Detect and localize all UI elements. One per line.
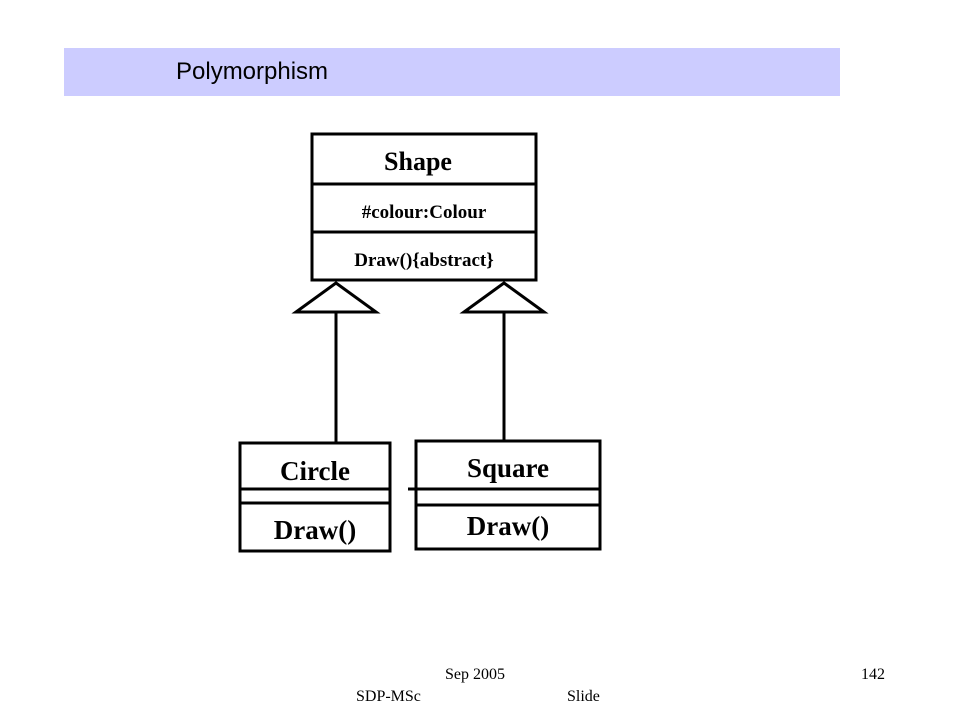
generalization-square [459, 281, 549, 440]
circle-class-box: Circle Draw() [238, 441, 392, 553]
shape-class-box: Shape #colour:Colour Draw(){abstract} [310, 132, 538, 282]
square-class-name: Square [467, 453, 549, 483]
square-class-box: Square Draw() [408, 439, 602, 551]
title-bar: Polymorphism [64, 48, 840, 96]
shape-class-name: Shape [384, 147, 452, 176]
square-class-operation: Draw() [467, 511, 549, 541]
shape-class-border [310, 132, 538, 282]
inheritance-triangle-icon [291, 281, 381, 314]
footer-date: Sep 2005 [445, 666, 505, 683]
footer-course: SDP-MSc [356, 688, 421, 705]
shape-class-attribute: #colour:Colour [362, 202, 487, 223]
footer-slide-label: Slide [567, 688, 600, 705]
inheritance-triangle-icon [459, 281, 549, 314]
footer-page-number: 142 [861, 666, 885, 683]
slide-title: Polymorphism [176, 58, 329, 85]
circle-class-border [238, 441, 392, 553]
shape-class-operation: Draw(){abstract} [354, 250, 494, 271]
square-class-border [414, 439, 602, 551]
generalization-circle [291, 281, 381, 442]
circle-class-operation: Draw() [274, 515, 356, 545]
circle-class-name: Circle [280, 456, 350, 486]
